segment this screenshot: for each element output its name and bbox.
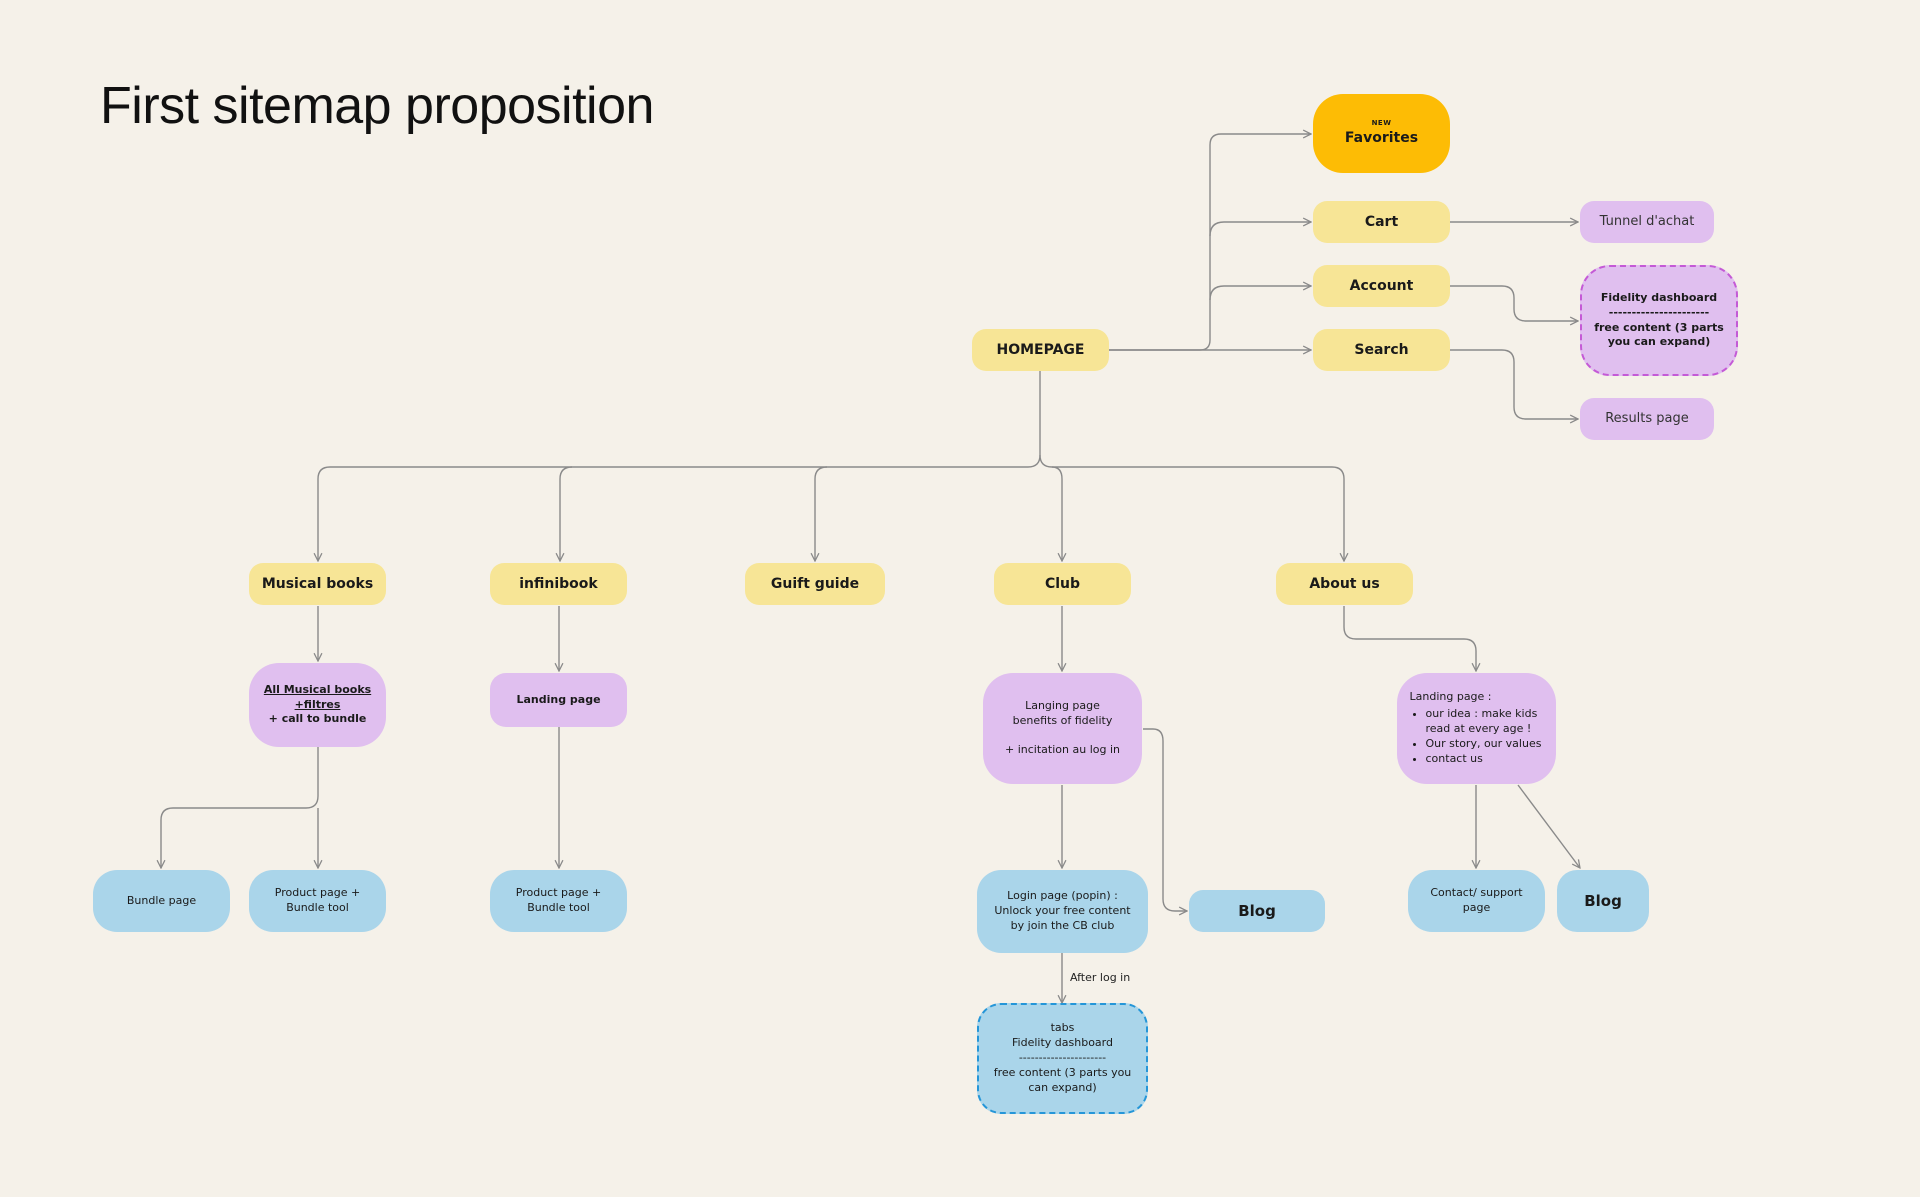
edge-clubland-blog	[1143, 728, 1187, 911]
node-infinibook[interactable]: infinibook	[490, 563, 627, 605]
fidelity-line1: Fidelity dashboard	[1600, 290, 1718, 304]
edge-home-cart	[1209, 222, 1311, 237]
edge-account-fidelity	[1450, 285, 1578, 321]
tabs-line2: Fidelity dashboard	[1012, 1036, 1113, 1050]
about-us-label: About us	[1309, 575, 1380, 592]
blog-about-label: Blog	[1584, 891, 1622, 910]
favorites-label: Favorites	[1344, 129, 1419, 146]
contact-line2: page	[1462, 901, 1491, 914]
about-bullet-3: contact us	[1426, 752, 1544, 767]
product-2-line2: Bundle tool	[527, 901, 590, 914]
guift-guide-label: Guift guide	[770, 575, 860, 592]
edge-about-landing	[1343, 606, 1476, 671]
edge-home-infinibook	[560, 466, 573, 561]
node-about-landing[interactable]: Landing page : our idea : make kids read…	[1397, 673, 1556, 784]
tabs-line4: free content (3 parts you	[993, 1065, 1132, 1079]
bundle-page-label: Bundle page	[126, 893, 197, 907]
node-guift-guide[interactable]: Guift guide	[745, 563, 885, 605]
fidelity-line4: you can expand)	[1607, 335, 1711, 349]
node-fidelity-dashboard[interactable]: Fidelity dashboard ---------------------…	[1580, 265, 1738, 376]
node-all-musical-books[interactable]: All Musical books +filtres + call to bun…	[249, 663, 386, 747]
node-contact-support[interactable]: Contact/ support page	[1408, 870, 1545, 932]
edge-home-account	[1209, 286, 1311, 301]
product-2-line1: Product page +	[515, 886, 602, 900]
club-landing-line2: benefits of fidelity	[1012, 714, 1113, 728]
club-label: Club	[1044, 575, 1081, 592]
results-label: Results page	[1605, 411, 1689, 427]
node-club[interactable]: Club	[994, 563, 1131, 605]
node-club-landing[interactable]: Langing page benefits of fidelity + inci…	[983, 673, 1142, 784]
login-line1: Login page (popin) :	[1007, 889, 1118, 903]
node-tunnel-achat[interactable]: Tunnel d'achat	[1580, 201, 1714, 243]
tabs-line5: can expand)	[1028, 1080, 1097, 1094]
node-search[interactable]: Search	[1313, 329, 1450, 371]
tunnel-label: Tunnel d'achat	[1599, 214, 1695, 230]
new-badge: NEW	[1371, 119, 1392, 128]
node-cart[interactable]: Cart	[1313, 201, 1450, 243]
account-label: Account	[1349, 277, 1414, 294]
blog-club-label: Blog	[1238, 901, 1276, 920]
node-login-page[interactable]: Login page (popin) : Unlock your free co…	[977, 870, 1148, 953]
edge-search-results	[1450, 349, 1578, 419]
all-musical-line3: + call to bundle	[268, 712, 367, 726]
edge-home-guift	[815, 466, 828, 561]
edge-home-musical	[318, 371, 1041, 561]
infinibook-landing-label: Landing page	[516, 692, 601, 706]
contact-line1: Contact/ support	[1430, 886, 1523, 900]
about-bullet-2: Our story, our values	[1426, 737, 1544, 752]
node-blog-club[interactable]: Blog	[1189, 890, 1325, 932]
node-bundle-page[interactable]: Bundle page	[93, 870, 230, 932]
search-label: Search	[1354, 341, 1409, 358]
node-results-page[interactable]: Results page	[1580, 398, 1714, 440]
musical-books-label: Musical books	[261, 575, 374, 592]
club-landing-line1: Langing page	[1025, 699, 1100, 713]
product-1-line2: Bundle tool	[286, 901, 349, 914]
node-infinibook-landing[interactable]: Landing page	[490, 673, 627, 727]
fidelity-line3: free content (3 parts	[1594, 320, 1724, 334]
after-login-label: After log in	[1070, 971, 1131, 984]
edge-all-bundle	[161, 747, 319, 868]
cart-label: Cart	[1364, 213, 1399, 230]
club-landing-line3: + incitation au log in	[1005, 742, 1120, 756]
node-account[interactable]: Account	[1313, 265, 1450, 307]
about-landing-heading: Landing page :	[1409, 690, 1492, 704]
login-line2: Unlock your free content	[994, 904, 1131, 918]
edge-aboutland-blog	[1517, 784, 1580, 868]
about-landing-content: Landing page : our idea : make kids read…	[1410, 690, 1544, 766]
node-product-page-1[interactable]: Product page + Bundle tool	[249, 870, 386, 932]
about-bullet-1: our idea : make kids read at every age !	[1426, 707, 1544, 737]
edge-home-favorites	[1109, 134, 1311, 351]
infinibook-label: infinibook	[519, 575, 598, 592]
login-line3: by join the CB club	[1010, 918, 1115, 932]
all-musical-line1: All Musical books	[263, 682, 372, 696]
all-musical-line2: +filtres	[294, 697, 341, 711]
node-tabs-dashboard[interactable]: tabs Fidelity dashboard ----------------…	[977, 1003, 1148, 1114]
node-product-page-2[interactable]: Product page + Bundle tool	[490, 870, 627, 932]
tabs-line3: ----------------------	[1018, 1051, 1107, 1065]
page-title: First sitemap proposition	[100, 77, 654, 135]
edge-home-about	[1052, 466, 1344, 561]
node-favorites[interactable]: NEW Favorites	[1313, 94, 1450, 173]
fidelity-line2: ----------------------	[1608, 305, 1710, 319]
node-musical-books[interactable]: Musical books	[249, 563, 386, 605]
product-1-line1: Product page +	[274, 886, 361, 900]
edge-home-club	[1039, 454, 1062, 561]
tabs-line1: tabs	[1050, 1021, 1075, 1035]
node-about-us[interactable]: About us	[1276, 563, 1413, 605]
homepage-label: HOMEPAGE	[996, 341, 1085, 358]
node-homepage[interactable]: HOMEPAGE	[972, 329, 1109, 371]
node-blog-about[interactable]: Blog	[1557, 870, 1649, 932]
